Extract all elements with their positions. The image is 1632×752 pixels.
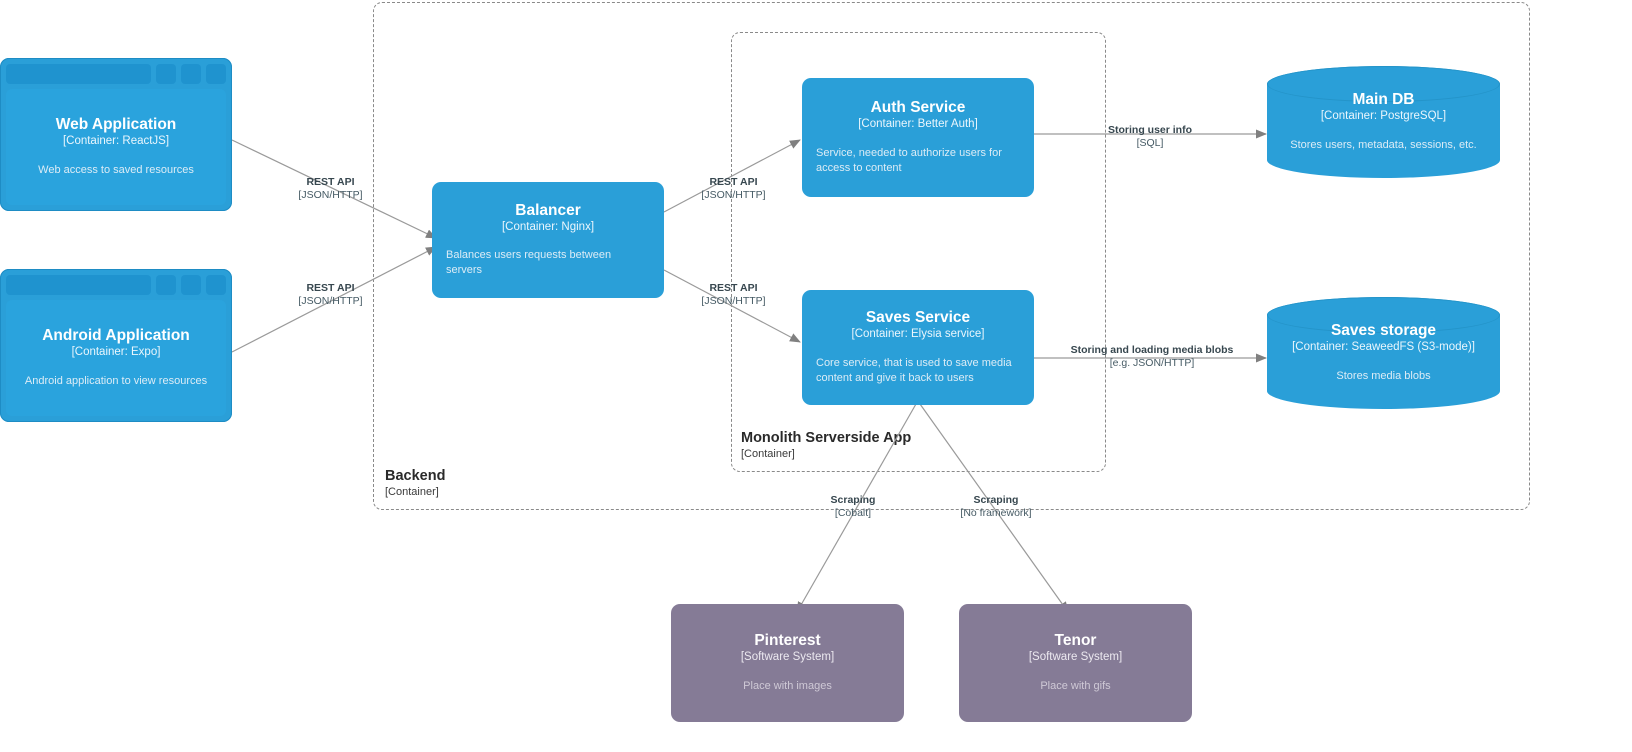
node-title: Pinterest: [754, 632, 821, 650]
cylinder-label: Main DB [Container: PostgreSQL] Stores u…: [1267, 66, 1500, 178]
node-description: Stores users, metadata, sessions, etc.: [1290, 138, 1477, 151]
node-title: Web Application: [55, 115, 177, 133]
browser-button-icon: [206, 275, 226, 295]
node-description: Stores media blobs: [1336, 369, 1431, 382]
cylinder-top: [1267, 297, 1500, 333]
node-title: Saves Service: [865, 309, 971, 327]
browser-chrome: [6, 64, 226, 84]
browser-button-icon: [181, 64, 201, 84]
node-description: Web access to saved resources: [38, 164, 194, 177]
cylinder-label: Saves storage [Container: SeaweedFS (S3-…: [1267, 297, 1500, 409]
node-title: Balancer: [515, 201, 581, 219]
browser-button-icon: [181, 275, 201, 295]
edge-label-tech: [e.g. JSON/HTTP]: [1109, 357, 1195, 370]
node-auth-service[interactable]: Auth Service [Container: Better Auth] Se…: [802, 78, 1034, 197]
node-tech: [Container: Expo]: [71, 345, 161, 358]
edge-label-name: Storing user info: [1108, 124, 1192, 136]
node-title: Android Application: [42, 326, 190, 344]
browser-viewport: Web Application [Container: ReactJS] Web…: [6, 89, 226, 205]
edge-label-name: REST API: [709, 282, 758, 294]
node-tech: [Container: Elysia service]: [851, 328, 985, 341]
browser-address-bar: [6, 275, 151, 295]
node-title: Auth Service: [870, 99, 966, 117]
edge-label-saves-to-pinterest: Scraping [Cobalt]: [793, 494, 913, 520]
edge-label-name: REST API: [709, 176, 758, 188]
edge-label-balancer-to-saves: REST API [JSON/HTTP]: [671, 282, 796, 308]
boundary-monolith-label: Monolith Serverside App [Container]: [741, 430, 911, 462]
browser-chrome: [6, 275, 226, 295]
boundary-backend-name: Backend: [385, 468, 446, 484]
boundary-backend-label: Backend [Container]: [385, 468, 445, 500]
node-tech: [Container: Nginx]: [501, 220, 595, 233]
edge-label-balancer-to-auth: REST API [JSON/HTTP]: [671, 176, 796, 202]
edge-label-saves-to-tenor: Scraping [No framework]: [936, 494, 1056, 520]
node-description: Place with images: [743, 679, 832, 692]
node-web-application[interactable]: Web Application [Container: ReactJS] Web…: [0, 58, 232, 211]
edge-label-auth-to-maindb: Storing user info [SQL]: [1075, 124, 1225, 150]
edge-label-tech: [JSON/HTTP]: [298, 295, 363, 308]
edge-label-web-to-balancer: REST API [JSON/HTTP]: [268, 176, 393, 202]
node-description: Android application to view resources: [24, 375, 208, 388]
browser-address-bar: [6, 64, 151, 84]
node-saves-storage[interactable]: Saves storage [Container: SeaweedFS (S3-…: [1267, 297, 1500, 409]
browser-button-icon: [156, 64, 176, 84]
edge-label-name: REST API: [306, 176, 355, 188]
edge-label-tech: [JSON/HTTP]: [701, 189, 766, 202]
browser-button-icon: [206, 64, 226, 84]
cylinder-top: [1267, 66, 1500, 102]
boundary-backend-tech: [Container]: [385, 486, 439, 499]
node-tech: [Software System]: [1028, 651, 1123, 664]
node-tech: [Container: ReactJS]: [62, 134, 170, 147]
edge-label-name: Storing and loading media blobs: [1070, 344, 1234, 356]
edge-label-name: REST API: [306, 282, 355, 294]
edge-label-android-to-balancer: REST API [JSON/HTTP]: [268, 282, 393, 308]
edge-label-saves-to-storage: Storing and loading media blobs [e.g. JS…: [1047, 344, 1257, 370]
edge-label-tech: [No framework]: [960, 507, 1032, 520]
edge-label-name: Scraping: [973, 494, 1019, 506]
edge-label-name: Scraping: [830, 494, 876, 506]
node-title: Main DB: [1352, 91, 1415, 109]
node-android-application[interactable]: Android Application [Container: Expo] An…: [0, 269, 232, 422]
node-balancer[interactable]: Balancer [Container: Nginx] Balances use…: [432, 182, 664, 298]
node-description: Balances users requests between servers: [446, 249, 612, 277]
boundary-monolith-tech: [Container]: [741, 448, 795, 461]
edge-label-tech: [SQL]: [1136, 137, 1164, 150]
node-tech: [Container: Better Auth]: [858, 118, 978, 131]
node-description: Service, needed to authorize users for a…: [816, 146, 1002, 174]
browser-button-icon: [156, 275, 176, 295]
node-description: Place with gifs: [1040, 679, 1111, 692]
node-pinterest[interactable]: Pinterest [Software System] Place with i…: [671, 604, 904, 722]
node-tech: [Container: PostgreSQL]: [1320, 110, 1447, 123]
node-tenor[interactable]: Tenor [Software System] Place with gifs: [959, 604, 1192, 722]
edge-label-tech: [Cobalt]: [834, 507, 872, 520]
node-main-db[interactable]: Main DB [Container: PostgreSQL] Stores u…: [1267, 66, 1500, 178]
node-title: Tenor: [1054, 632, 1097, 650]
boundary-monolith-name: Monolith Serverside App: [741, 430, 912, 446]
browser-viewport: Android Application [Container: Expo] An…: [6, 300, 226, 416]
edge-label-tech: [JSON/HTTP]: [298, 189, 363, 202]
boundary-monolith: [731, 32, 1106, 472]
node-title: Saves storage: [1330, 322, 1437, 340]
node-tech: [Container: SeaweedFS (S3-mode)]: [1292, 341, 1475, 354]
node-tech: [Software System]: [740, 651, 835, 664]
node-saves-service[interactable]: Saves Service [Container: Elysia service…: [802, 290, 1034, 405]
edge-label-tech: [JSON/HTTP]: [701, 295, 766, 308]
node-description: Core service, that is used to save media…: [816, 356, 1012, 384]
